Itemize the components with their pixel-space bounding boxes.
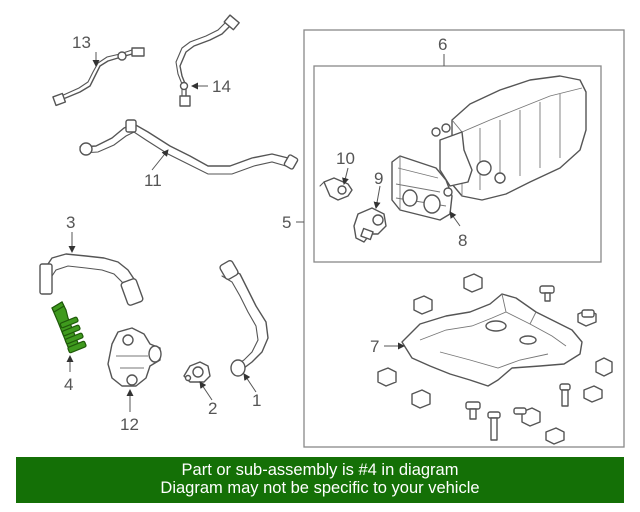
part-7-bracket[interactable] [401,293,583,387]
callout-5: 5 [282,213,291,232]
callout-leaders [66,52,461,412]
part-14-hose[interactable] [175,14,240,107]
assembly-6-frame [313,65,602,263]
callout-2: 2 [208,399,217,418]
callout-1: 1 [252,391,261,410]
info-banner: Part or sub-assembly is #4 in diagram Di… [16,457,624,503]
part-4-fitting-highlighted[interactable] [51,301,87,354]
callout-13: 13 [72,33,91,52]
part-11-hose[interactable] [79,119,299,175]
callout-9: 9 [374,169,383,188]
callout-4: 4 [64,375,73,394]
assembly-5-frame [303,29,625,448]
bolt-hardware [465,285,595,441]
part-8-filter[interactable] [391,155,453,221]
banner-line-2: Diagram may not be specific to your vehi… [160,479,480,497]
callout-14: 14 [212,77,231,96]
part-13-hose[interactable] [52,47,145,107]
part-6-canister[interactable] [431,75,587,201]
callout-7: 7 [370,337,379,356]
callout-12: 12 [120,415,139,434]
part-9-valve[interactable] [353,207,387,243]
part-3-hose[interactable] [39,253,144,306]
callout-3: 3 [66,213,75,232]
callout-8: 8 [458,231,467,250]
callout-10: 10 [336,149,355,168]
part-2-fitting[interactable] [183,361,211,383]
part-12-valve[interactable] [107,327,162,387]
part-10-connector[interactable] [319,177,353,201]
callout-11: 11 [144,171,162,190]
callout-6: 6 [438,35,447,54]
part-1-hose[interactable] [219,259,269,377]
banner-line-1: Part or sub-assembly is #4 in diagram [181,461,459,479]
